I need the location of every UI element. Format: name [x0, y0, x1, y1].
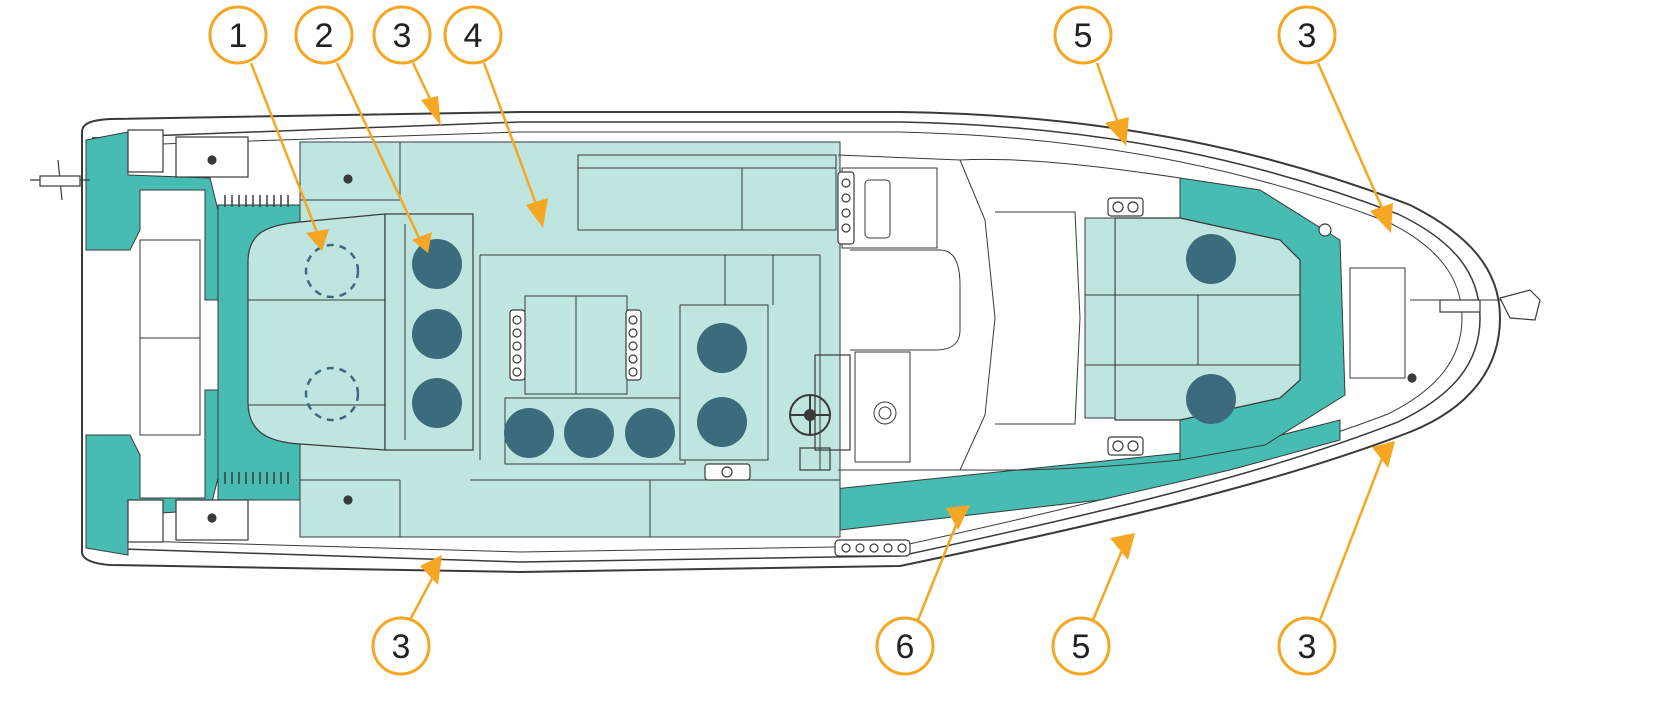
- callout-3-top-right: 3: [1277, 5, 1337, 65]
- bow-hardware: [1318, 223, 1541, 383]
- callout-3-bottom-left-label: 3: [392, 628, 411, 666]
- steering-wheel: [789, 354, 851, 471]
- arrow-6: [946, 505, 970, 530]
- callout-3-top-left-label: 3: [393, 17, 412, 55]
- callout-3-top-right-label: 3: [1298, 17, 1317, 55]
- callout-5-top: 5: [1053, 5, 1113, 65]
- callout-1: 1: [208, 5, 268, 65]
- stern-left-top-teal: [85, 131, 219, 301]
- bow-sunpad: [1114, 217, 1301, 421]
- cup-holders: [509, 171, 1144, 557]
- arrow-4: [526, 198, 548, 228]
- hull-rail: [91, 121, 1481, 563]
- arrow-heads: [306, 96, 1395, 585]
- detail-lines: [139, 142, 1520, 537]
- callout-3-bottom-right-label: 3: [1298, 628, 1317, 666]
- arrow-3-bottom-right: [1372, 441, 1395, 468]
- callout-5-bottom: 5: [1051, 616, 1111, 676]
- arrow-5-bottom: [1110, 533, 1135, 560]
- console-box-top: [577, 154, 837, 231]
- callout-5-bottom-label: 5: [1072, 628, 1091, 666]
- arrow-3-bottom-left: [420, 555, 442, 585]
- arrow-5-top: [1105, 117, 1129, 146]
- leader-lines: [249, 62, 1385, 621]
- arrow-2: [412, 232, 432, 253]
- arrow-3-top-right: [1370, 203, 1393, 233]
- bow-sunpad-back: [1084, 217, 1116, 419]
- stern-vents: [224, 195, 289, 484]
- callout-4-label: 4: [464, 17, 483, 55]
- callout-3-top-left: 3: [372, 5, 432, 65]
- callout-3-bottom-right: 3: [1277, 616, 1337, 676]
- callout-5-top-label: 5: [1074, 17, 1093, 55]
- callouts: 1 2 3 4 5 3 3 6: [208, 5, 1337, 676]
- callout-6-label: 6: [896, 628, 915, 666]
- callout-2-label: 2: [315, 17, 334, 55]
- callout-3-bottom-left: 3: [371, 616, 431, 676]
- callout-4: 4: [443, 5, 503, 65]
- arrow-1: [306, 229, 329, 251]
- seat-markers: [412, 234, 1236, 458]
- callout-2: 2: [294, 5, 354, 65]
- optional-seat-markers: [304, 243, 360, 422]
- callout-1-label: 1: [229, 17, 248, 55]
- callout-6: 6: [875, 616, 935, 676]
- arrow-3-top-left: [421, 96, 441, 126]
- stern-hardware: [30, 129, 353, 543]
